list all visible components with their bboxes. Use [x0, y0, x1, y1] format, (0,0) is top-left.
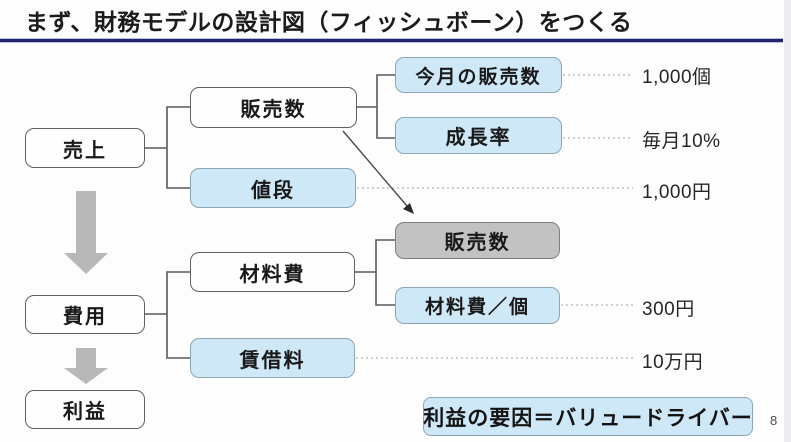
node-price-label: 値段	[251, 179, 295, 202]
value-monthly-sales: 1,000個	[642, 67, 712, 88]
node-material-cost-per-unit-label: 材料費／個	[424, 297, 530, 318]
node-revenue-label: 売上	[63, 139, 107, 162]
page-number: 8	[770, 413, 778, 428]
node-sales-quantity-label: 販売数	[240, 99, 307, 121]
down-arrow-icon	[64, 348, 108, 384]
bracket-material-cost	[355, 239, 395, 306]
value-rent: 10万円	[642, 352, 704, 373]
node-revenue: 売上	[25, 128, 145, 168]
node-profit: 利益	[25, 390, 145, 429]
node-profit-label: 利益	[63, 401, 107, 423]
node-sales-quantity-driver-label: 販売数	[444, 232, 511, 254]
node-rent: 賃借料	[190, 338, 355, 378]
node-expense-label: 費用	[63, 306, 107, 328]
bracket-revenue	[145, 106, 190, 189]
node-monthly-sales: 今月の販売数	[395, 57, 562, 93]
node-material-cost-label: 材料費	[239, 263, 306, 286]
node-material-cost: 材料費	[190, 252, 355, 292]
node-material-cost-per-unit: 材料費／個	[395, 287, 560, 324]
node-rent-label: 賃借料	[239, 349, 306, 372]
diagonal-arrow-icon	[342, 130, 414, 214]
down-arrow-icon	[64, 191, 108, 274]
value-growth-rate: 毎月10%	[642, 131, 721, 152]
node-price: 値段	[190, 168, 356, 208]
node-expense: 費用	[25, 295, 145, 334]
slide-title: まず、財務モデルの設計図（フィッシュボーン）をつくる	[25, 9, 633, 35]
node-growth-rate-label: 成長率	[445, 127, 512, 149]
node-sales-quantity: 販売数	[190, 87, 357, 128]
right-edge-strip	[784, 0, 791, 442]
value-price: 1,000円	[642, 182, 712, 203]
node-monthly-sales-label: 今月の販売数	[415, 66, 542, 88]
value-driver-note-label: 利益の要因＝バリュードライバー	[423, 406, 753, 430]
bracket-expense	[145, 271, 190, 359]
node-growth-rate: 成長率	[395, 117, 562, 154]
value-material-cost-per-unit: 300円	[642, 299, 695, 320]
bracket-sales-quantity	[357, 74, 395, 139]
node-sales-quantity-driver: 販売数	[395, 222, 560, 259]
value-driver-note: 利益の要因＝バリュードライバー	[423, 397, 753, 436]
title-underline	[0, 39, 783, 42]
